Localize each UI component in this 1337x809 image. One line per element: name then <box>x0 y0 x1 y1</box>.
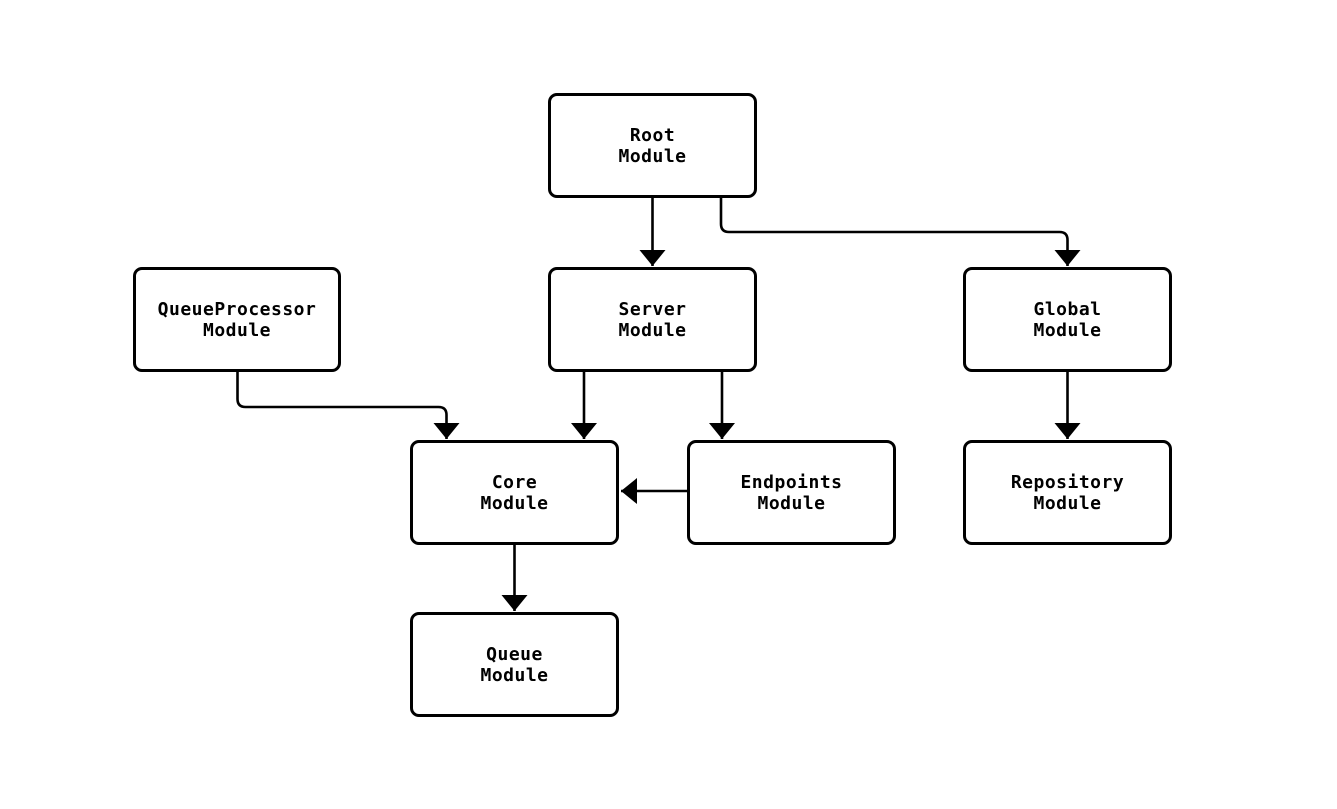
node-queueprocessor-label-line2: Module <box>202 319 272 341</box>
node-server-label-line1: Server <box>618 298 687 320</box>
node-endpoints-label-line2: Module <box>757 492 826 514</box>
node-global-module: Global Module <box>963 267 1172 372</box>
node-queue-module: Queue Module <box>410 612 619 717</box>
node-global-label-line1: Global <box>1033 298 1102 320</box>
node-global-label-line2: Module <box>1033 319 1102 341</box>
node-queueprocessor-module: QueueProcessor Module <box>133 267 341 372</box>
node-server-module: Server Module <box>548 267 757 372</box>
node-root-label-line1: Root <box>629 124 676 146</box>
node-endpoints-label-line1: Endpoints <box>740 471 843 493</box>
node-repository-module: Repository Module <box>963 440 1172 545</box>
node-queueprocessor-label-line1: QueueProcessor <box>157 298 317 320</box>
node-core-module: Core Module <box>410 440 619 545</box>
edge-queueprocessor-to-core <box>236 372 460 439</box>
node-server-label-line2: Module <box>618 319 687 341</box>
node-repository-label-line1: Repository <box>1010 471 1125 493</box>
node-core-label-line2: Module <box>480 492 549 514</box>
node-root-label-line2: Module <box>618 145 687 167</box>
node-queue-label-line1: Queue <box>486 643 543 665</box>
node-queue-label-line2: Module <box>480 664 549 686</box>
node-endpoints-module: Endpoints Module <box>687 440 896 545</box>
node-root-module: Root Module <box>548 93 757 198</box>
edge-root-to-global <box>719 198 1081 266</box>
node-core-label-line1: Core <box>491 471 538 493</box>
node-repository-label-line2: Module <box>1033 492 1102 514</box>
